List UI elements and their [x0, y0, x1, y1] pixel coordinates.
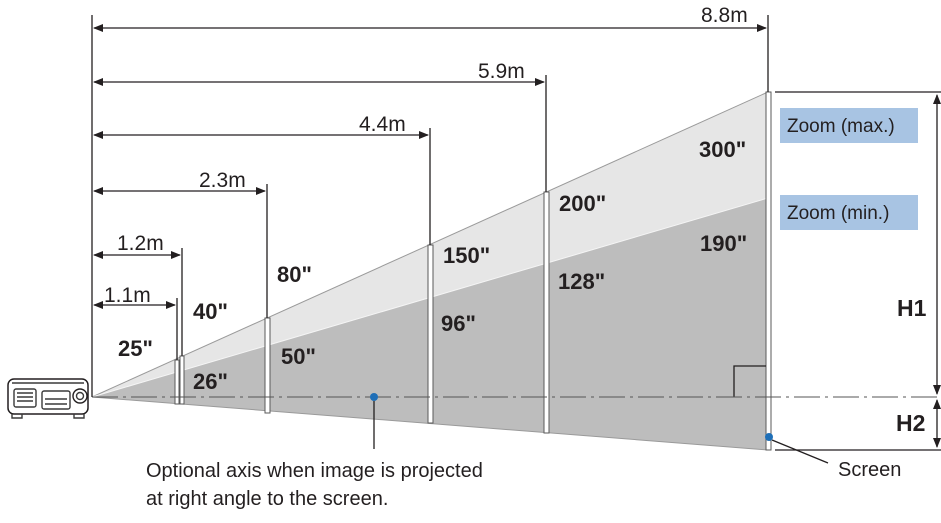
- zoom-min-size-128: 128": [558, 269, 605, 294]
- axis-leader-dot: [370, 393, 378, 401]
- zoom-max-size-200: 200": [559, 191, 606, 216]
- distance-label-5-9m: 5.9m: [478, 60, 525, 83]
- screen-2-3m: [264, 317, 271, 414]
- axis-note-line2: at right angle to the screen.: [146, 488, 388, 510]
- screen-8-8m: [765, 91, 772, 451]
- zoom-min-label-box: [780, 195, 918, 230]
- axis-note-line1: Optional axis when image is projected: [146, 460, 483, 482]
- projector-icon: [7, 378, 89, 419]
- right-angle-marker: [733, 365, 766, 397]
- zoom-max-label: Zoom (max.): [787, 116, 895, 137]
- h1-label: H1: [897, 295, 927, 321]
- zoom-min-size-50: 50": [281, 344, 316, 369]
- screen-label: Screen: [838, 459, 901, 481]
- zoom-max-label-box: [780, 108, 918, 143]
- screen-4-4m: [427, 244, 434, 424]
- zoom-min-label: Zoom (min.): [787, 203, 889, 224]
- zoom-max-size-40: 40": [193, 299, 228, 324]
- distance-label-1-2m: 1.2m: [117, 232, 164, 255]
- distance-label-1-1m: 1.1m: [104, 284, 151, 307]
- distance-label-4-4m: 4.4m: [359, 113, 406, 136]
- zoom-min-size-190: 190": [700, 231, 747, 256]
- screen-leader-line: [771, 439, 829, 464]
- distance-label-8-8m: 8.8m: [701, 4, 748, 27]
- zoom-max-size-150: 150": [443, 243, 490, 268]
- zoom-min-size-96: 96": [441, 311, 476, 336]
- zoom-min-size-25: 25": [118, 336, 153, 361]
- zoom-max-size-300: 300": [699, 137, 746, 162]
- zoom-max-size-80: 80": [277, 262, 312, 287]
- zoom-min-size-26: 26": [193, 369, 228, 394]
- screen-leader-dot: [765, 433, 773, 441]
- distance-label-2-3m: 2.3m: [199, 169, 246, 192]
- h2-label: H2: [896, 410, 925, 436]
